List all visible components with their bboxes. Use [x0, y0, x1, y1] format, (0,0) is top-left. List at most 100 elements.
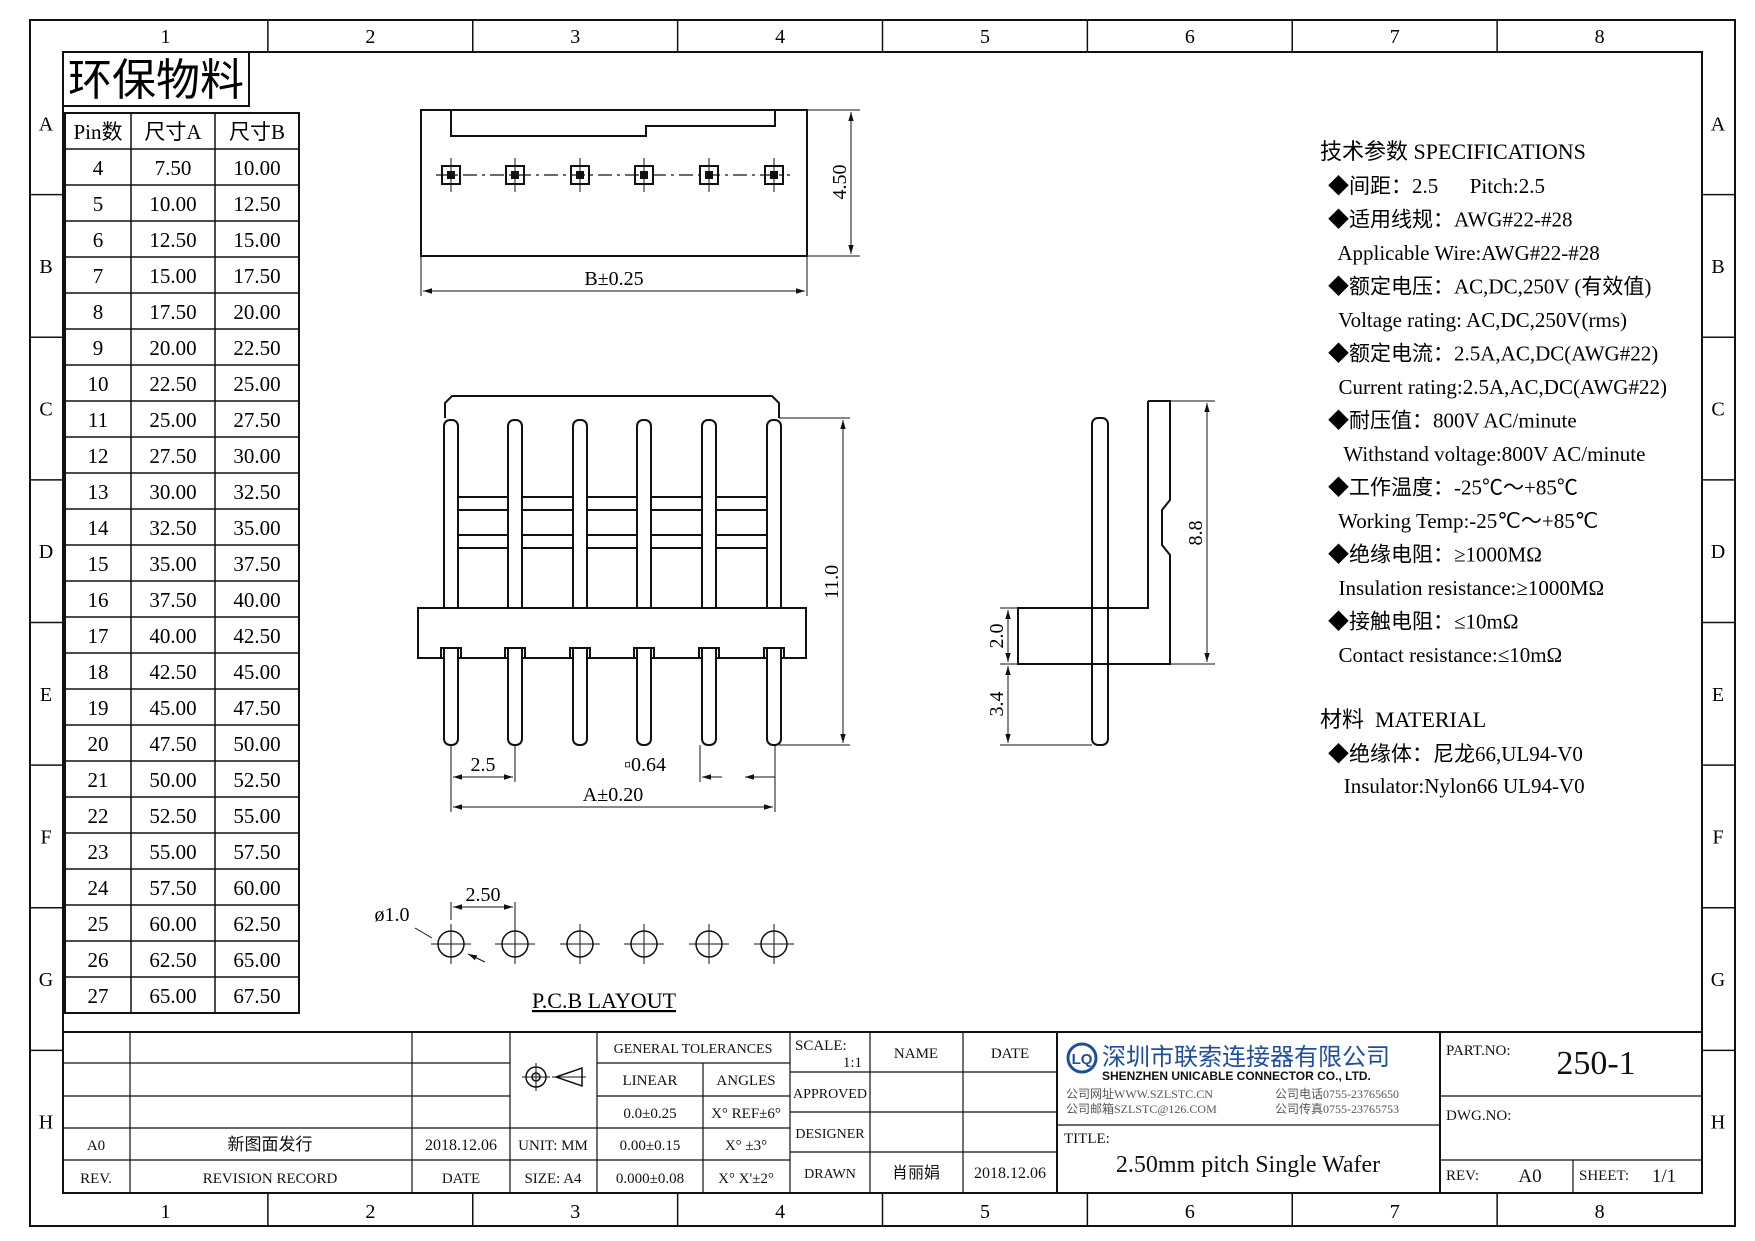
rev-foot-label: REV: [1446, 1168, 1479, 1184]
spec-line: ◆接触电阻：≤10mΩ [1328, 610, 1518, 634]
spec-line: ◆额定电流：2.5A,AC,DC(AWG#22) [1328, 342, 1658, 366]
pin-table-cell: 20.00 [149, 336, 196, 360]
pin-table-cell: 9 [93, 336, 104, 360]
pin-table-cell: 17 [88, 624, 109, 648]
zone-row-label: D [39, 541, 53, 563]
title-block [63, 1031, 1702, 1193]
sheet-label: SHEET: [1579, 1168, 1629, 1184]
pin-table-cell: 50.00 [149, 768, 196, 792]
pin-table-cell: 22 [88, 804, 109, 828]
spec-line: ◆适用线规：AWG#22-#28 [1328, 208, 1572, 232]
eco-material-badge: 环保物料 [62, 51, 250, 107]
angles-label: ANGLES [716, 1073, 775, 1089]
pin-table-cell: 4 [93, 156, 104, 180]
zone-col-label: 4 [775, 1201, 785, 1223]
pin-table-cell: 32.50 [149, 516, 196, 540]
pin-table-cell: 67.50 [233, 984, 280, 1008]
linear-label: LINEAR [623, 1073, 678, 1089]
front-view-pin [766, 419, 782, 746]
dim-side-base: 2.0 [986, 624, 1008, 649]
scale-value: 1:1 [843, 1055, 862, 1071]
pin-table-cell: 5 [93, 192, 104, 216]
drawn-label: DRAWN [804, 1167, 856, 1182]
spec-line: Current rating:2.5A,AC,DC(AWG#22) [1328, 375, 1667, 399]
tol-linear-2: 0.00±0.15 [620, 1138, 681, 1154]
approved-label: APPROVED [793, 1087, 867, 1102]
pin-table-cell: 60.00 [233, 876, 280, 900]
pin-table-cell: 27 [88, 984, 109, 1008]
part-no-label: PART.NO: [1446, 1043, 1511, 1059]
spec-line: Contact resistance:≤10mΩ [1328, 643, 1562, 667]
zone-row-label: A [1711, 113, 1726, 135]
pin-table-cell: 35.00 [233, 516, 280, 540]
zone-row-label: B [39, 256, 52, 278]
pin-table-cell: 27.50 [233, 408, 280, 432]
pin-table-cell: 52.50 [233, 768, 280, 792]
pin-table-cell: 10.00 [233, 156, 280, 180]
company-fax: 公司传真0755-23765753 [1275, 1101, 1399, 1116]
date-col-label: DATE [991, 1046, 1029, 1062]
pin-table-cell: 40.00 [233, 588, 280, 612]
side-view [1000, 400, 1215, 746]
zone-col-label: 7 [1390, 1201, 1400, 1223]
unit-label: UNIT: MM [518, 1138, 588, 1154]
pin-table-cell: 12.50 [233, 192, 280, 216]
zone-col-label: 1 [160, 1201, 170, 1223]
general-tolerances: GENERAL TOLERANCES [614, 1042, 773, 1057]
front-view-pin [701, 419, 717, 746]
zone-col-label: 6 [1185, 1201, 1195, 1223]
title-label: TITLE: [1064, 1131, 1110, 1147]
pin-table-cell: 55.00 [149, 840, 196, 864]
front-view-housing [417, 607, 807, 659]
pin-table-cell: 15 [88, 552, 109, 576]
pin-table-cell: 12 [88, 444, 109, 468]
zone-col-label: 3 [570, 1201, 580, 1223]
tol-angle-2: X° ±3° [725, 1138, 767, 1154]
front-view-pin [572, 419, 588, 746]
pcb-layout [414, 902, 794, 964]
spec-line: ◆耐压值：800V AC/minute [1328, 409, 1577, 433]
material-heading: 材料 MATERIAL [1320, 707, 1486, 732]
pin-table-cell: 19 [88, 696, 109, 720]
zone-row-label: H [1711, 1112, 1725, 1134]
dim-top-height: 4.50 [829, 165, 851, 200]
zone-row-label: E [1712, 684, 1724, 706]
pin-table-cell: 16 [88, 588, 109, 612]
company-web: 公司网址WWW.SZLSTC.CN [1066, 1087, 1213, 1101]
dim-front-height: 11.0 [821, 565, 843, 599]
dwg-no-label: DWG.NO: [1446, 1108, 1511, 1124]
drawing-title: 2.50mm pitch Single Wafer [1116, 1152, 1380, 1178]
tol-angle-1: X° REF±6° [711, 1106, 781, 1122]
pin-table-cell: 47.50 [233, 696, 280, 720]
pin-table-cell: 42.50 [233, 624, 280, 648]
pin-table-cell: 17.50 [233, 264, 280, 288]
zone-row-label: D [1711, 541, 1725, 563]
pin-table-cell: 37.50 [233, 552, 280, 576]
zone-col-label: 6 [1185, 26, 1195, 48]
spec-line: ◆绝缘电阻：≥1000MΩ [1328, 543, 1542, 567]
pin-table-header: 尺寸B [229, 120, 285, 144]
pin-table-cell: 45.00 [149, 696, 196, 720]
tol-angle-3: X° X'±2° [718, 1171, 774, 1187]
pin-table-cell: 45.00 [233, 660, 280, 684]
front-view-pin [507, 419, 523, 746]
dim-hole-pitch: 2.50 [466, 884, 501, 906]
zone-row-label: E [40, 684, 52, 706]
dim-top-width: B±0.25 [584, 268, 643, 290]
dim-hole-dia: ø1.0 [375, 904, 410, 926]
zone-row-label: G [1711, 969, 1725, 991]
specifications: 技术参数 SPECIFICATIONS◆间距：2.5 Pitch:2.5◆适用线… [1320, 139, 1667, 798]
front-view-pin [443, 419, 459, 746]
pin-table-cell: 22.50 [149, 372, 196, 396]
dim-side-height: 8.8 [1185, 521, 1207, 546]
zone-row-label: C [1711, 399, 1724, 421]
zone-col-label: 4 [775, 26, 785, 48]
tol-linear-1: 0.0±0.25 [623, 1106, 676, 1122]
pin-table-cell: 42.50 [149, 660, 196, 684]
pin-table-cell: 62.50 [149, 948, 196, 972]
spec-heading: 技术参数 SPECIFICATIONS [1320, 139, 1586, 164]
pin-table-cell: 32.50 [233, 480, 280, 504]
scale-label: SCALE: [795, 1038, 847, 1054]
front-view [417, 395, 850, 812]
